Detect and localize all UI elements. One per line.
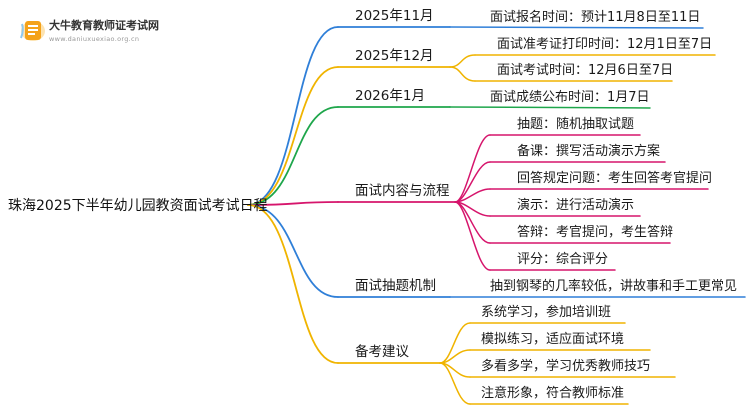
leaf-learn-from-teachers: 多看多学，学习优秀教师技巧 bbox=[481, 359, 651, 374]
leaf-connector bbox=[449, 106, 651, 109]
branch-connector bbox=[247, 201, 339, 206]
leaf-scoring: 评分：综合评分 bbox=[517, 252, 609, 267]
leaf-connector bbox=[454, 201, 491, 271]
leaf-piano-probability: 抽到钢琴的几率较低，讲故事和手工更常见 bbox=[490, 279, 738, 294]
leaf-connector bbox=[449, 66, 476, 82]
leaf-connector bbox=[439, 362, 471, 405]
logo-icon bbox=[20, 21, 45, 41]
leaf-lesson-prep: 备课：撰写活动演示方案 bbox=[517, 144, 661, 159]
branch-connector bbox=[247, 26, 339, 206]
logo-title: 大牛教育教师证考试网 bbox=[49, 19, 159, 32]
leaf-connector bbox=[439, 322, 471, 364]
branch-label-2026-01: 2026年1月 bbox=[355, 88, 425, 104]
branch-label-2025-11: 2025年11月 bbox=[355, 8, 434, 24]
root-topic: 珠海2025下半年幼儿园教资面试考试日程 bbox=[8, 198, 268, 214]
leaf-admission-ticket-time: 面试准考证打印时间：12月1日至7日 bbox=[497, 37, 713, 52]
branch-label-interview-process: 面试内容与流程 bbox=[355, 183, 450, 199]
leaf-answer-questions: 回答规定问题：考生回答考官提问 bbox=[517, 171, 713, 186]
leaf-connector bbox=[454, 134, 491, 203]
branch-label-question-mechanism: 面试抽题机制 bbox=[355, 278, 436, 294]
branch-connector bbox=[247, 204, 339, 298]
branch-label-2025-12: 2025年12月 bbox=[355, 48, 434, 64]
branch-connector bbox=[247, 106, 339, 206]
leaf-connector bbox=[449, 26, 704, 29]
leaf-systematic-study: 系统学习，参加培训班 bbox=[481, 305, 612, 320]
leaf-demonstration: 演示：进行活动演示 bbox=[517, 198, 635, 213]
leaf-mock-practice: 模拟练习，适应面试环境 bbox=[481, 332, 625, 347]
leaf-draw-question: 抽题：随机抽取试题 bbox=[517, 117, 635, 132]
leaf-registration-time: 面试报名时间：预计11月8日至11日 bbox=[490, 10, 701, 25]
leaf-defense: 答辩：考官提问，考生答辩 bbox=[517, 225, 674, 240]
leaf-connector bbox=[449, 54, 476, 68]
leaf-exam-time: 面试考试时间：12月6日至7日 bbox=[497, 63, 674, 78]
leaf-results-time: 面试成绩公布时间：1月7日 bbox=[490, 90, 650, 105]
branch-connector bbox=[247, 204, 339, 364]
logo-url: www.daniuxuexiao.org.cn bbox=[49, 35, 140, 43]
branch-connector bbox=[247, 66, 339, 206]
leaf-appearance: 注意形象，符合教师标准 bbox=[481, 386, 625, 401]
logo bbox=[20, 21, 45, 41]
branch-label-prep-advice: 备考建议 bbox=[355, 344, 409, 360]
